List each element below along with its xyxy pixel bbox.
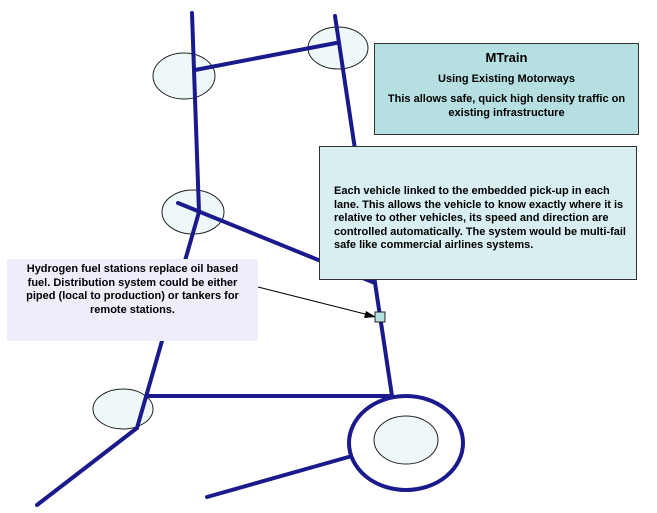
road-south-spur bbox=[205, 454, 354, 499]
road-left-trunk-upper bbox=[190, 11, 201, 214]
city-node-top-left bbox=[152, 52, 216, 100]
city-node-major-inner bbox=[373, 415, 439, 465]
mtrain-title: MTrain bbox=[485, 50, 528, 65]
road-link-top bbox=[193, 41, 338, 72]
mtrain-description: This allows safe, quick high density tra… bbox=[387, 93, 626, 119]
fuel-station-pointer-line bbox=[257, 286, 374, 317]
mtrain-title-box: MTrain Using Existing Motorways This all… bbox=[374, 43, 639, 135]
fuel-station-marker bbox=[374, 311, 386, 323]
mtrain-subtitle: Using Existing Motorways bbox=[438, 73, 575, 85]
vehicle-pickup-textbox: Each vehicle linked to the embedded pick… bbox=[319, 146, 637, 280]
hydrogen-fuel-text: Hydrogen fuel stations replace oil based… bbox=[26, 263, 239, 316]
road-southwest-spur bbox=[35, 426, 139, 507]
fuel-station-pointer-arrowhead bbox=[364, 311, 376, 318]
vehicle-pickup-text: Each vehicle linked to the embedded pick… bbox=[334, 185, 626, 251]
hydrogen-fuel-textbox: Hydrogen fuel stations replace oil based… bbox=[7, 259, 258, 341]
